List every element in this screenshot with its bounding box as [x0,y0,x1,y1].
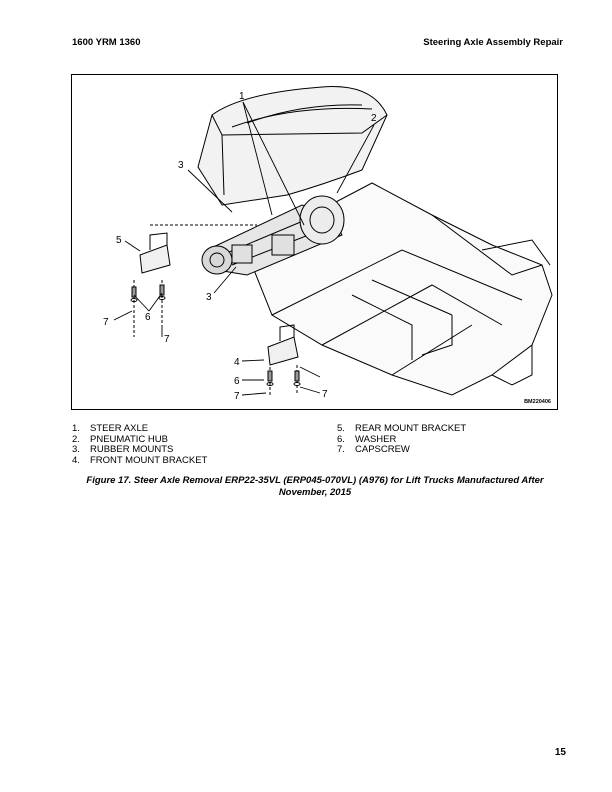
legend-item: 3.RUBBER MOUNTS [72,444,174,456]
legend-item: 4.FRONT MOUNT BRACKET [72,454,208,466]
page-number: 15 [554,747,566,758]
legend-item: 7.CAPSCREW [337,444,410,456]
figure-illustration: 1 2 3 3 4 5 6 6 7 7 7 7 BM220406 [71,74,558,410]
callout-7-front-b: 7 [322,389,328,400]
callout-7-front-a: 7 [234,391,240,402]
washer-capscrew-left-b [158,284,166,300]
front-mount-bracket [267,336,299,366]
callout-1: 1 [239,91,245,102]
callout-7-left-a: 7 [103,317,109,328]
header-document-code: 1600 YRM 1360 [72,37,141,48]
callout-5: 5 [116,235,122,246]
callout-4: 4 [234,357,240,368]
callout-labels: 1 2 3 3 4 5 6 6 7 7 7 7 [103,91,377,402]
washer-capscrew-front-a [266,370,274,386]
callout-2: 2 [371,113,377,124]
legend-left-column: 1.STEER AXLE 2.PNEUMATIC HUB 3.RUBBER MO… [72,423,208,466]
legend-item: 1.STEER AXLE [72,423,149,434]
steer-axle-drawing: 1 2 3 3 4 5 6 6 7 7 7 7 [103,86,553,402]
leader-lines [113,101,375,396]
rear-mount-bracket [139,244,171,274]
callout-3-lower: 3 [206,292,212,303]
legend-item: 2.PNEUMATIC HUB [72,433,168,445]
figure-code: BM220406 [524,399,551,405]
legend-item: 6.WASHER [337,433,397,445]
header-section-title: Steering Axle Assembly Repair [423,37,563,48]
washer-capscrew-front-b [293,370,301,386]
figure-caption: Figure 17. Steer Axle Removal ERP22-35VL… [86,475,544,498]
legend-item: 5.REAR MOUNT BRACKET [337,423,467,434]
callout-7-left-b: 7 [164,334,170,345]
legend-right-column: 5.REAR MOUNT BRACKET 6.WASHER 7.CAPSCREW [337,423,467,456]
washer-capscrew-left-a [130,286,138,302]
callout-6-front: 6 [234,376,240,387]
callout-6-left: 6 [145,312,151,323]
callout-3-upper: 3 [178,160,184,171]
counterweight-shape [197,86,388,206]
